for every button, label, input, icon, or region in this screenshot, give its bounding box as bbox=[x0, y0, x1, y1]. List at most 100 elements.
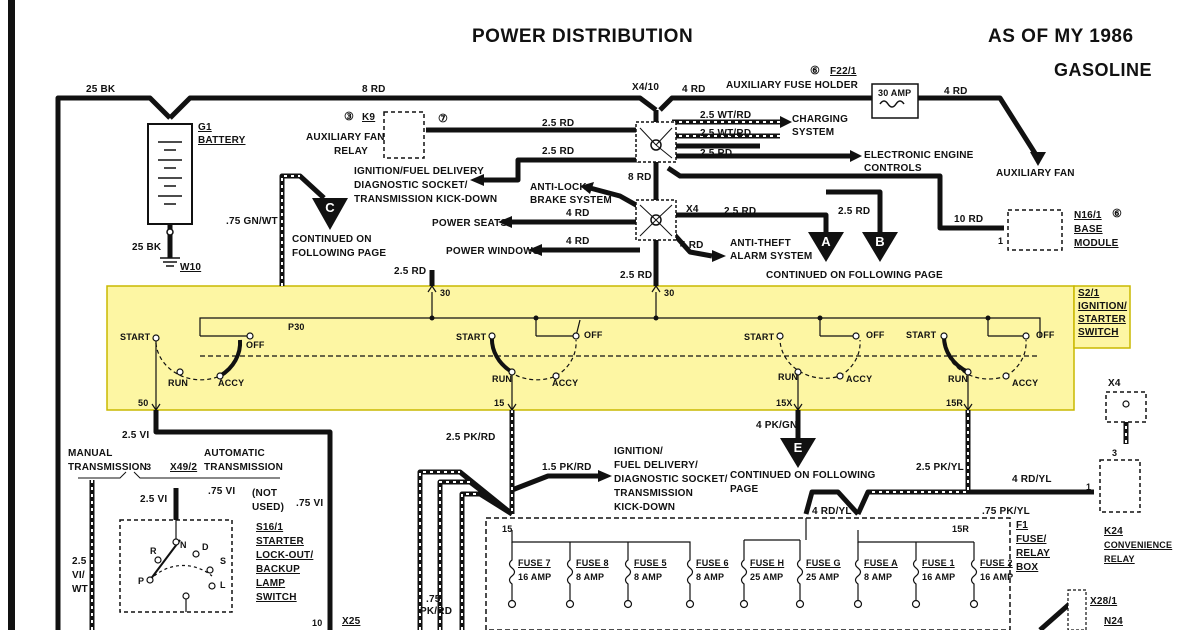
sw2-start: START bbox=[456, 332, 487, 342]
sw1-accy: ACCY bbox=[218, 378, 245, 388]
manual-2: TRANSMISSION bbox=[68, 462, 148, 473]
aux-fuse-ref: F22/1 bbox=[830, 66, 857, 77]
fuse-rating: 8 AMP bbox=[576, 572, 605, 582]
arrow-ign-fuel bbox=[470, 174, 484, 186]
fuse-relay-box bbox=[485, 517, 1011, 630]
seats-wire: 4 RD bbox=[566, 208, 590, 219]
x25-pin: 10 bbox=[312, 618, 323, 628]
fuse-symbol bbox=[686, 552, 694, 600]
wire-label-engine: 2.5 RD bbox=[542, 146, 575, 157]
ign-fuel-3: TRANSMISSION KICK-DOWN bbox=[354, 194, 498, 205]
fuse-symbol bbox=[970, 552, 978, 600]
x4-ref: X4 bbox=[1108, 378, 1121, 389]
battery-ref: G1 bbox=[198, 122, 212, 133]
wire-label-gnwt: .75 GN/WT bbox=[226, 216, 278, 227]
continued-c-1: CONTINUED ON bbox=[292, 234, 372, 245]
fuse-terminal bbox=[911, 599, 921, 609]
base-module-ref: N16/1 bbox=[1074, 210, 1102, 221]
s16-3: BACKUP bbox=[256, 564, 300, 575]
arrow-alarm bbox=[712, 250, 726, 262]
wire-a bbox=[672, 212, 829, 232]
ign-switch-3: SWITCH bbox=[1078, 327, 1119, 338]
aux-relay-marker: ⑦ bbox=[438, 113, 449, 125]
sw4-accy: ACCY bbox=[1012, 378, 1039, 388]
continued-c-2: FOLLOWING PAGE bbox=[292, 248, 387, 259]
aux-fan-label: AUXILIARY FAN bbox=[996, 168, 1075, 179]
s16-4: LAMP bbox=[256, 578, 286, 589]
fuse-symbol bbox=[508, 552, 516, 600]
term-30-right: 30 bbox=[664, 288, 675, 298]
fuse-symbol bbox=[740, 552, 748, 600]
fuse-rating: 25 AMP bbox=[806, 572, 840, 582]
term-15: 15 bbox=[494, 398, 505, 408]
s16-2: LOCK-OUT/ bbox=[256, 550, 314, 561]
ground-ref: W10 bbox=[180, 262, 202, 273]
f1-3: BOX bbox=[1016, 562, 1039, 573]
aux-relay-ref: K9 bbox=[362, 112, 376, 123]
x49-num: 3 bbox=[146, 462, 152, 472]
windows-label: POWER WINDOWS bbox=[446, 246, 540, 257]
wire-label-075vi: .75 VI bbox=[208, 486, 236, 497]
fuse-name: FUSE 6 bbox=[696, 558, 729, 568]
fuse-rating: 8 AMP bbox=[696, 572, 725, 582]
page-title: POWER DISTRIBUTION bbox=[472, 26, 694, 47]
aux-fuse-num: ⑥ bbox=[810, 65, 821, 77]
k24-relay-box bbox=[1099, 459, 1141, 513]
wire-fusebox-a bbox=[803, 489, 860, 516]
arrow-windows bbox=[528, 244, 542, 256]
f1-2: RELAY bbox=[1016, 548, 1050, 559]
k24-pin3: 3 bbox=[1112, 448, 1118, 458]
sw4-run: RUN bbox=[948, 374, 969, 384]
fuse-terminal bbox=[739, 599, 749, 609]
wire-label-aux-relay: 2.5 RD bbox=[542, 118, 575, 129]
wire-4rd-fuse bbox=[658, 95, 872, 112]
x49-ref: X49/2 bbox=[170, 462, 198, 473]
auto-2: TRANSMISSION bbox=[204, 462, 284, 473]
engine-type: GASOLINE bbox=[1054, 60, 1153, 80]
wire-4rd-fan bbox=[918, 95, 1041, 160]
wire-label-8rd-main: 8 RD bbox=[362, 84, 386, 95]
k24-ref: K24 bbox=[1104, 526, 1123, 537]
aux-fuse-holder bbox=[871, 83, 919, 119]
ignition-switch-highlight bbox=[106, 285, 1075, 411]
not-used-1: (NOT bbox=[252, 488, 278, 499]
wire-fusebox-a: 4 RD/YL bbox=[812, 506, 852, 517]
s16-pos-p: P bbox=[138, 576, 145, 586]
continued-ab: CONTINUED ON FOLLOWING PAGE bbox=[766, 270, 943, 281]
base-module-num: ⑥ bbox=[1112, 208, 1123, 220]
wire-alarm bbox=[670, 230, 713, 259]
wire-075pkrd-1: .75 bbox=[426, 594, 441, 605]
sw3-off: OFF bbox=[866, 330, 885, 340]
wire-10rd bbox=[666, 165, 1004, 231]
aux-relay-name-1: AUXILIARY FAN bbox=[306, 132, 385, 143]
wire-label-25bk-top: 25 BK bbox=[86, 84, 116, 95]
fuse-rating: 25 AMP bbox=[750, 572, 784, 582]
connector-e bbox=[780, 438, 816, 468]
s16-pos-l: L bbox=[220, 580, 226, 590]
wire-15-left-3 bbox=[459, 491, 514, 630]
sw1-run: RUN bbox=[168, 378, 189, 388]
wire-fusebox-b: .75 PK/YL bbox=[982, 506, 1030, 517]
fuse-terminal bbox=[969, 599, 979, 609]
auto-1: AUTOMATIC bbox=[204, 448, 265, 459]
engine-controls-2: CONTROLS bbox=[864, 163, 922, 174]
wire-label-50: 2.5 VI bbox=[122, 430, 150, 441]
connector-e-letter: E bbox=[793, 440, 803, 455]
fuse-rating: 8 AMP bbox=[864, 572, 893, 582]
s16-1: STARTER bbox=[256, 536, 304, 547]
junction-x4-label: X4 bbox=[686, 204, 699, 215]
ign-low-4: TRANSMISSION bbox=[614, 488, 694, 499]
fuse-terminal bbox=[507, 599, 517, 609]
fuse-terminal bbox=[795, 599, 805, 609]
s16-pos-n: N bbox=[180, 540, 187, 550]
fuse-symbol bbox=[854, 552, 862, 600]
k24-2: RELAY bbox=[1104, 554, 1135, 564]
base-module-1: BASE bbox=[1074, 224, 1103, 235]
s16-pos-r: R bbox=[150, 546, 157, 556]
term-50: 50 bbox=[138, 398, 149, 408]
ign-switch-2: STARTER bbox=[1078, 314, 1126, 325]
battery-name: BATTERY bbox=[198, 135, 246, 146]
base-module-pin: 1 bbox=[998, 236, 1004, 246]
page-left-border bbox=[8, 0, 15, 630]
